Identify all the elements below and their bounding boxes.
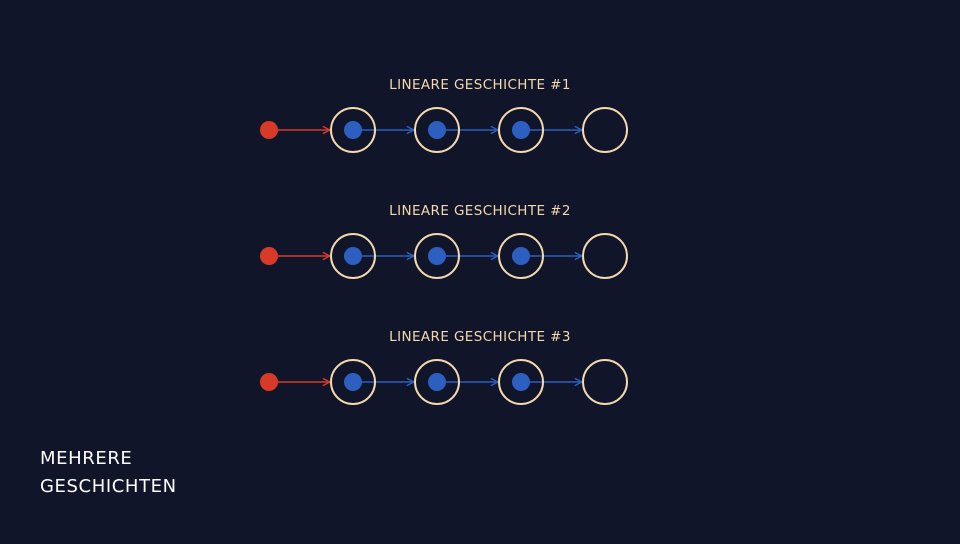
history-title-3: LINEARE GESCHICHTE #3 (389, 329, 571, 345)
state-ring (414, 107, 460, 153)
state-ring (330, 107, 376, 153)
state-node (428, 121, 446, 139)
state-node (512, 121, 530, 139)
state-ring (330, 359, 376, 405)
history-row-1 (260, 107, 628, 153)
empty-state-ring (582, 359, 628, 405)
state-node (344, 373, 362, 391)
start-node (260, 247, 278, 265)
state-node (428, 373, 446, 391)
state-ring (498, 359, 544, 405)
history-row-2 (260, 233, 628, 279)
state-ring (498, 107, 544, 153)
state-node (428, 247, 446, 265)
history-row-3 (260, 359, 628, 405)
history-title-2: LINEARE GESCHICHTE #2 (389, 203, 571, 219)
slide-caption: MEHRERE GESCHICHTEN (40, 445, 177, 501)
state-node (512, 247, 530, 265)
history-rows (260, 107, 628, 405)
state-node (344, 247, 362, 265)
start-node (260, 121, 278, 139)
empty-state-ring (582, 107, 628, 153)
state-ring (498, 233, 544, 279)
caption-line-1: MEHRERE (40, 448, 133, 469)
state-ring (414, 233, 460, 279)
start-node (260, 373, 278, 391)
caption-line-2: GESCHICHTEN (40, 476, 177, 497)
state-ring (414, 359, 460, 405)
state-node (512, 373, 530, 391)
empty-state-ring (582, 233, 628, 279)
state-ring (330, 233, 376, 279)
state-node (344, 121, 362, 139)
history-title-1: LINEARE GESCHICHTE #1 (389, 77, 571, 93)
